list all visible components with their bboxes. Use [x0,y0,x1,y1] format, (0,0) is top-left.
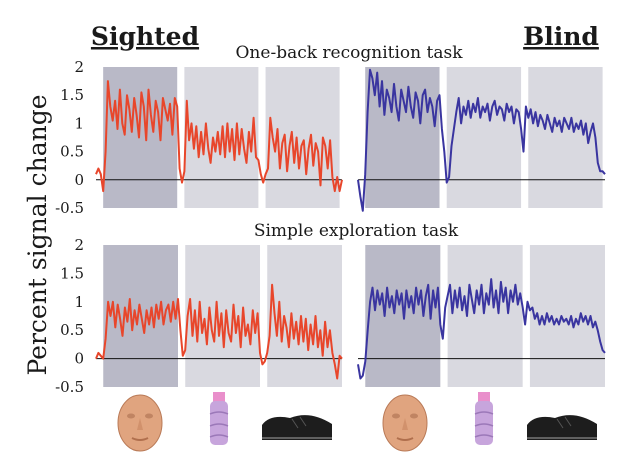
y-axis-label: Percent signal change [23,94,52,375]
stimulus-block [103,67,178,208]
signal-line [357,278,606,380]
panel-blind [357,245,606,387]
face-mask-object-icon [117,394,163,452]
signal-line [357,68,606,212]
exploration-task-title: Simple exploration task [254,221,459,241]
bottle-object-icon [209,392,229,445]
y-tick-label: -0.5 [55,199,84,217]
y-tick-label: 1.5 [60,264,84,282]
panel-blind [357,67,606,212]
y-tick-label: 0.5 [60,143,84,161]
stimulus-block [185,245,260,387]
stimulus-block [528,67,603,208]
y-tick-label: 0.5 [60,321,84,339]
shoe-object-icon [527,415,597,440]
y-tick-label: 1.5 [60,86,84,104]
y-tick-label: -0.5 [55,378,84,396]
y-tick-label: 2 [74,58,84,76]
sighted-group-label: Sighted [91,22,199,51]
stimulus-block [447,245,523,387]
y-tick-label: 1 [74,293,84,311]
y-tick-label: 1 [74,114,84,132]
face-mask-object-icon [382,394,428,452]
panel-sighted: -0.5 0 0.5 1 1.5 2 [55,236,343,396]
bottle-object-icon [474,392,494,445]
y-tick-label: 0 [74,171,84,189]
y-tick-label: 0 [74,350,84,368]
blind-group-label: Blind [523,22,599,51]
recognition-task-title: One-back recognition task [236,43,464,63]
panels-layer: -0.5 0 0.5 1 1.5 2 -0.5 0 0.5 1 1.5 2 [55,58,606,396]
signal-line [95,80,343,193]
signal-line [95,283,343,380]
y-tick-label: 2 [74,236,84,254]
panel-sighted: -0.5 0 0.5 1 1.5 2 [55,58,343,217]
shoe-object-icon [262,415,332,440]
stimulus-block [446,67,522,208]
